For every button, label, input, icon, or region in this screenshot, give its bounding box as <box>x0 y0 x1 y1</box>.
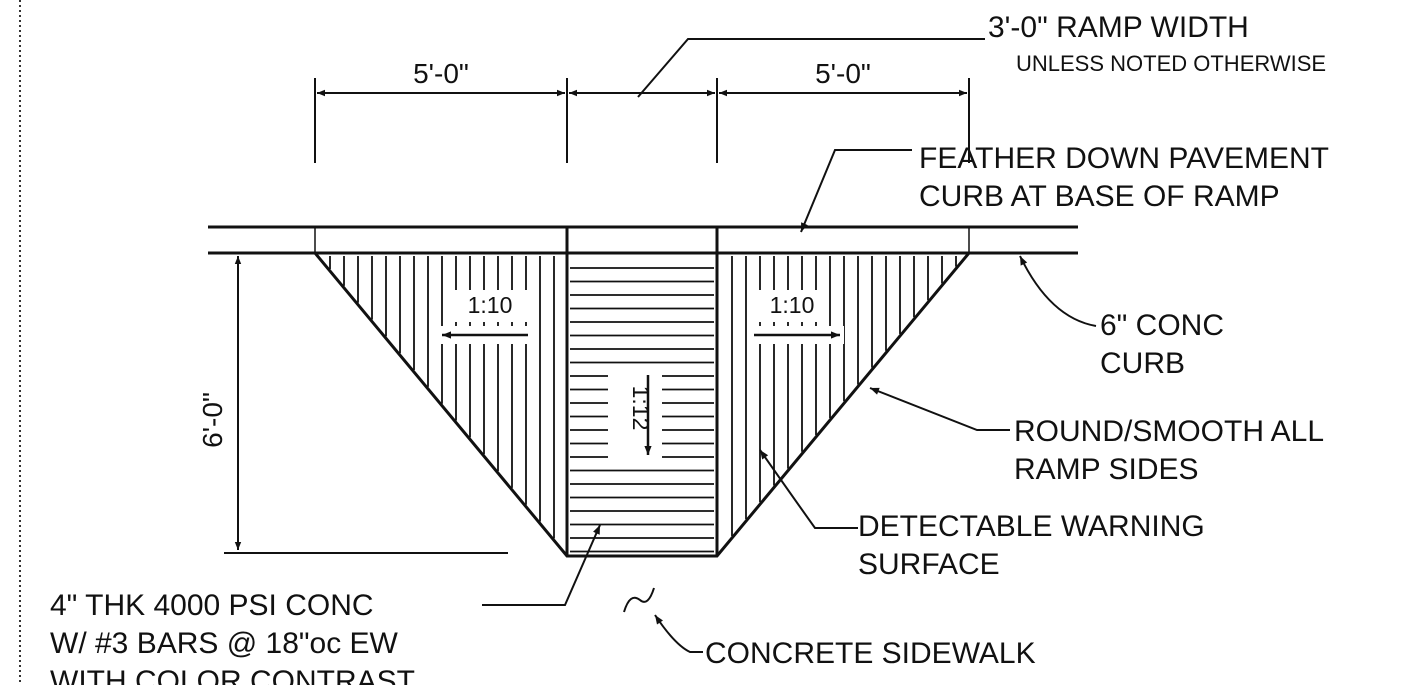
left-slope-mask <box>455 290 527 322</box>
round-note-line2: RAMP SIDES <box>1014 453 1199 486</box>
feather-leader <box>800 149 912 233</box>
round-leader <box>869 387 1010 431</box>
ramp-width-note: 3'-0" RAMP WIDTH <box>988 11 1249 44</box>
detect-note-line1: DETECTABLE WARNING <box>858 510 1205 543</box>
round-note-line1: ROUND/SMOOTH ALL <box>1014 415 1324 448</box>
sidewalk-leader <box>654 614 703 653</box>
feather-note-line2: CURB AT BASE OF RAMP <box>919 180 1280 213</box>
feather-note-line1: FEATHER DOWN PAVEMENT <box>919 142 1329 175</box>
conc-note-line2: W/ #3 BARS @ 18"oc EW <box>50 627 399 660</box>
detect-note-line2: SURFACE <box>858 548 1000 581</box>
detect-leader <box>759 449 858 529</box>
center-ramp-hatching <box>570 267 714 553</box>
conc-note-line1: 4" THK 4000 PSI CONC <box>50 589 374 622</box>
depth-dim-label: 6'-0" <box>197 392 228 448</box>
curb-leader <box>1019 255 1097 327</box>
curb-note-line2: CURB <box>1100 347 1185 380</box>
left-width-label: 5'-0" <box>413 58 469 89</box>
right-slope-mask <box>755 290 827 322</box>
sidewalk-symbol <box>623 587 655 613</box>
ramp-outline <box>313 252 971 558</box>
curb-note-line1: 6" CONC <box>1100 309 1224 342</box>
right-slope-label: 1:10 <box>770 292 815 318</box>
center-slope-label: 1:12 <box>628 386 654 431</box>
conc-leader <box>482 524 601 606</box>
right-width-label: 5'-0" <box>815 58 871 89</box>
center-slope-mask <box>608 365 662 465</box>
ramp-width-leader <box>637 38 985 98</box>
unless-noted-note: UNLESS NOTED OTHERWISE <box>1016 51 1326 76</box>
conc-note-line3: WITH COLOR CONTRAST <box>50 665 415 685</box>
left-slope-label: 1:10 <box>468 292 513 318</box>
sidewalk-note: CONCRETE SIDEWALK <box>705 637 1036 670</box>
